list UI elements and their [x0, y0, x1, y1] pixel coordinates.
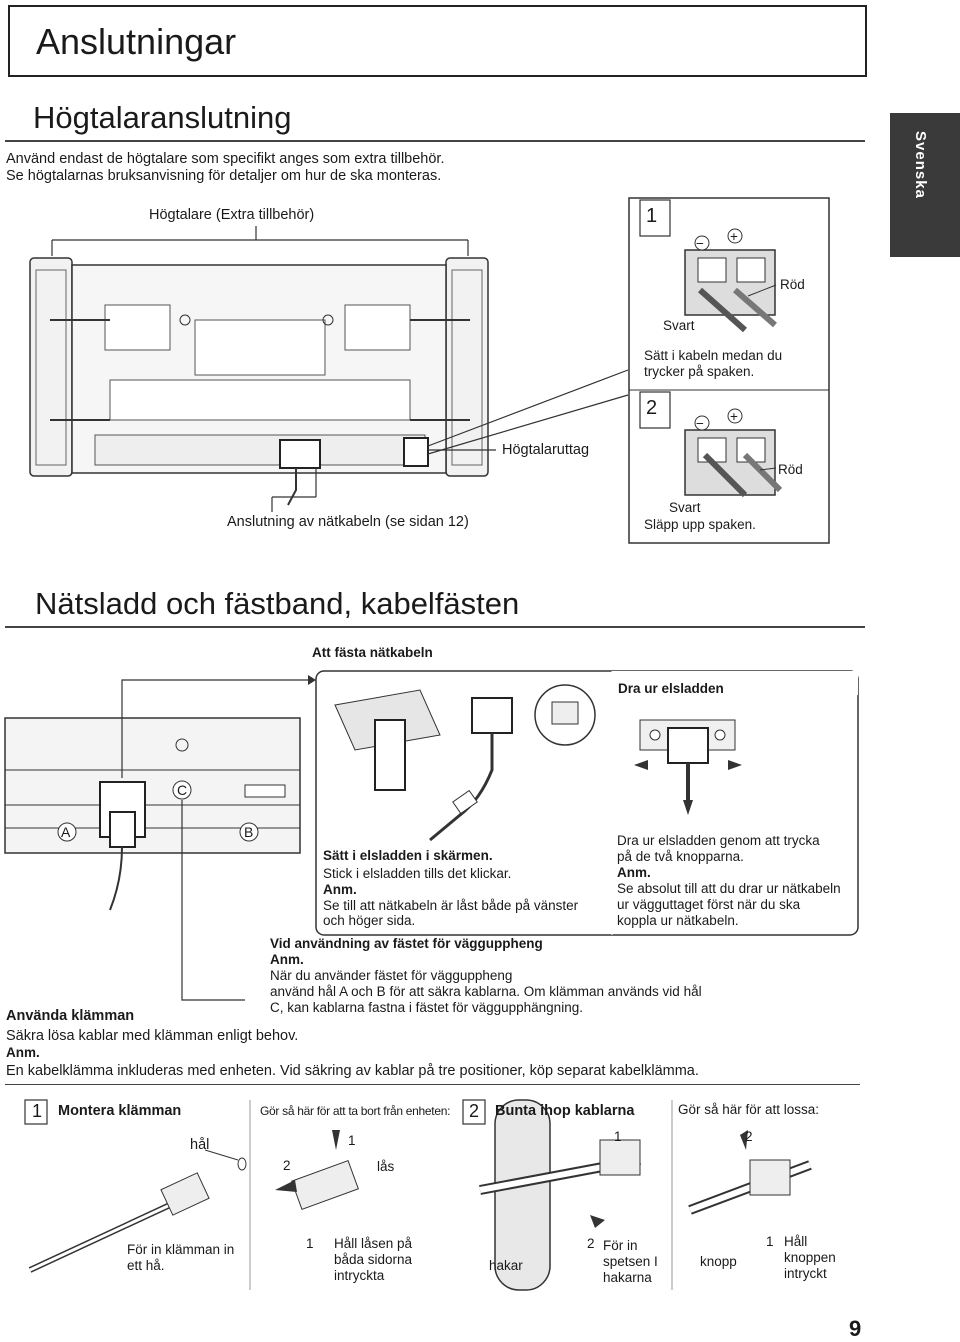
- title-box: Anslutningar: [8, 5, 867, 77]
- wall-line2-b: och: [351, 984, 373, 999]
- power-connection-label: Anslutning av nätkabeln (se sidan 12): [227, 514, 469, 530]
- wall-line2-a: använd hål: [270, 984, 337, 999]
- tip-line3: hakarna: [603, 1270, 652, 1285]
- step2-minus: −: [696, 416, 704, 431]
- step1-caption-line2: trycker på spaken.: [644, 364, 755, 379]
- wall-line1: När du använder fästet för vägguppheng: [270, 968, 513, 983]
- insert-clamp-line2: ett hå.: [127, 1258, 165, 1273]
- speakers-label: Högtalare (Extra tillbehör): [149, 207, 315, 223]
- unplug-note-line3: koppla ur nätkabeln.: [617, 913, 739, 928]
- remove-n1: 1: [348, 1133, 356, 1148]
- bundle-n1: 1: [614, 1129, 622, 1144]
- section-heading-power-cord: Nätsladd och fästband, kabelfästen: [35, 586, 520, 621]
- loosen-caption-line1: Håll: [784, 1234, 808, 1249]
- unplug-note-line1: Se absolut till att du drar ur nätkabeln: [617, 881, 841, 896]
- step1-caption-line1: Sätt i kabeln medan du: [644, 348, 783, 363]
- insert-heading: Sätt i elsladden i skärmen.: [323, 848, 493, 863]
- step2-black-label: Svart: [669, 500, 701, 515]
- step2-plus: +: [730, 409, 738, 424]
- clamp-heading: Använda klämman: [6, 1008, 135, 1024]
- unplug-title: Dra ur elsladden: [618, 681, 724, 696]
- step2-number: 2: [646, 397, 658, 419]
- clamp-step2-number: 2: [469, 1101, 480, 1121]
- step1-red-label: Röd: [780, 277, 805, 292]
- loosen-n1: 1: [766, 1234, 774, 1249]
- language-tab-label: Svenska: [912, 131, 929, 199]
- insert-clamp-line1: För in klämman in: [127, 1242, 235, 1257]
- attach-title: Att fästa nätkabeln: [312, 645, 433, 660]
- bundle-n2: 2: [587, 1236, 595, 1251]
- wall-hole-c: C: [270, 1000, 280, 1015]
- step1-number-box: [639, 199, 671, 237]
- hole-b-label: B: [244, 824, 254, 840]
- clamp-step2-title: Bunta ihop kablarna: [495, 1103, 635, 1119]
- clamp-step1-number: 1: [32, 1101, 43, 1121]
- remove-caption-line3: intryckta: [334, 1268, 385, 1283]
- loosen-caption-line2: knoppen: [784, 1250, 836, 1265]
- insert-note-line2: och höger sida.: [323, 913, 416, 928]
- remove-n2: 2: [283, 1158, 291, 1173]
- hole-a-label: A: [61, 824, 71, 840]
- section-rule-2: [5, 626, 865, 628]
- remove-caption-line2: båda sidorna: [334, 1252, 413, 1267]
- remove-title: Gör så här för att ta bort från enheten:: [260, 1104, 451, 1118]
- step2-number-box: [639, 391, 671, 429]
- loosen-n2: 2: [745, 1129, 753, 1144]
- latches-label: lås: [377, 1159, 395, 1174]
- wall-hole-a: A: [339, 984, 348, 999]
- step1-plus: +: [730, 229, 738, 244]
- clamp-line1: Säkra lösa kablar med klämman enligt beh…: [6, 1028, 299, 1044]
- knob-label: knopp: [700, 1254, 737, 1269]
- language-tab: Svenska: [890, 113, 960, 257]
- clamp-step1-title: Montera klämman: [58, 1103, 182, 1119]
- wall-heading: Vid användning av fästet för vägguppheng: [270, 936, 543, 951]
- unplug-note-label: Anm.: [617, 865, 651, 880]
- loosen-caption-line3: intryckt: [784, 1266, 827, 1281]
- wall-line2: använd hål A och B för att säkra kablarn…: [270, 984, 702, 1000]
- step1-black-label: Svart: [663, 318, 695, 333]
- step2-caption: Släpp upp spaken.: [644, 517, 756, 532]
- insert-line2: Stick i elsladden tills det klickar.: [323, 866, 512, 881]
- insert-note-label: Anm.: [323, 882, 357, 897]
- wall-line3-text: , kan kablarna fastna i fästet för väggu…: [279, 1000, 583, 1015]
- remove-caption-number: 1: [306, 1236, 314, 1251]
- section-heading-speakers: Högtalaranslutning: [33, 100, 292, 135]
- tip-line1: För in: [603, 1238, 638, 1253]
- step2-red-label: Röd: [778, 462, 803, 477]
- wall-hole-b: B: [376, 984, 386, 999]
- wall-line2-c: för att säkra kablarna. Om klämman använ…: [389, 984, 702, 999]
- page-number: 9: [849, 1316, 862, 1341]
- hole-label: hål: [190, 1137, 210, 1153]
- hooks-label: hakar: [489, 1258, 523, 1273]
- wall-line3: C, kan kablarna fastna i fästet för vägg…: [270, 1000, 583, 1016]
- clamp-line2: En kabelklämma inkluderas med enheten. V…: [6, 1063, 699, 1079]
- unplug-line2: på de två knopparna.: [617, 849, 744, 864]
- unplug-note-line2: ur vägguttaget först när du ska: [617, 897, 801, 912]
- insert-note-line1: Se till att nätkabeln är låst både på vä…: [323, 898, 579, 913]
- remove-caption-line1: Håll låsen på: [334, 1236, 413, 1251]
- terminal-label: Högtalaruttag: [502, 442, 590, 458]
- intro-line-2: Se högtalarnas bruksanvisning för detalj…: [6, 168, 442, 184]
- step1-number: 1: [646, 205, 658, 227]
- step1-minus: −: [696, 236, 704, 251]
- loosen-title: Gör så här för att lossa:: [678, 1102, 820, 1117]
- wall-note-label: Anm.: [270, 952, 304, 967]
- page-title: Anslutningar: [36, 21, 237, 62]
- clamp-note-label: Anm.: [6, 1045, 40, 1060]
- unplug-line1: Dra ur elsladden genom att trycka: [617, 833, 820, 848]
- tip-line2: spetsen I: [603, 1254, 658, 1269]
- section-rule: [5, 140, 865, 142]
- hole-c-label: C: [177, 782, 188, 798]
- clamp-rule: [5, 1084, 860, 1085]
- intro-line-1: Använd endast de högtalare som specifikt…: [6, 151, 445, 167]
